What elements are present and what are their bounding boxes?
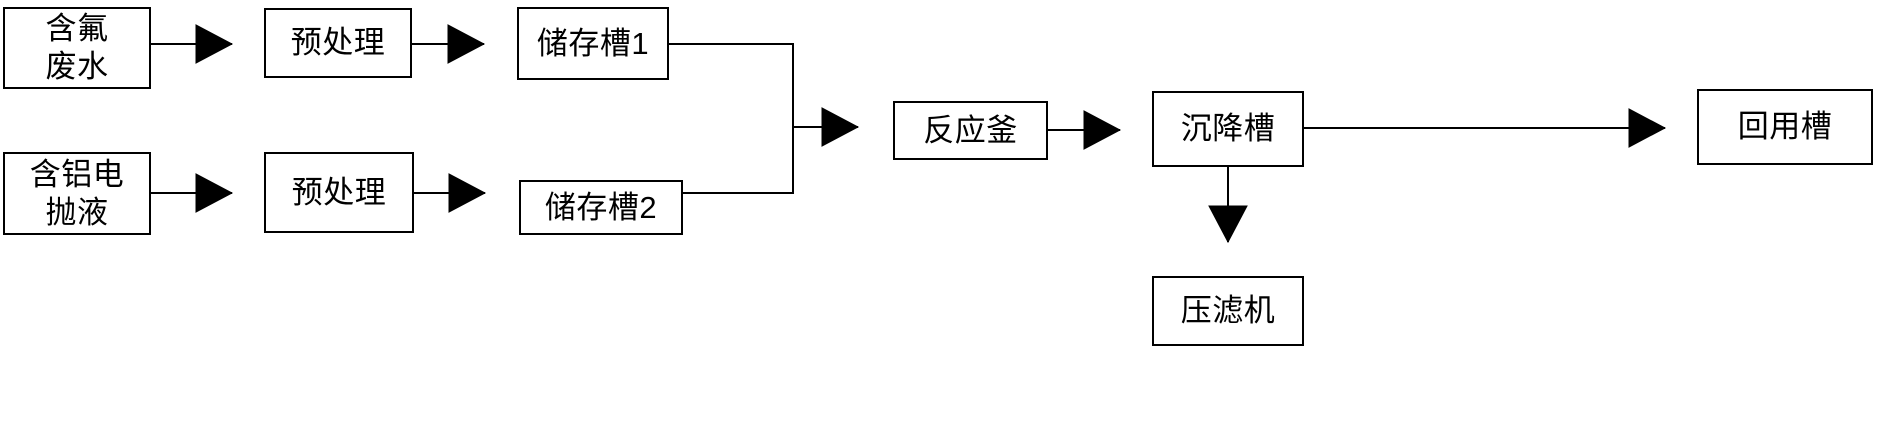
node-label: 含氟 废水 — [45, 11, 109, 84]
node-storage-tank-1[interactable]: 储存槽1 — [517, 7, 669, 80]
edge-storage-tank-2-to-merge-junction — [683, 127, 794, 194]
node-label: 储存槽1 — [536, 25, 650, 61]
node-pretreatment-1[interactable]: 预处理 — [264, 8, 412, 78]
node-label: 压滤机 — [1180, 293, 1276, 329]
node-reactor[interactable]: 反应釜 — [893, 101, 1048, 160]
node-label: 沉降槽 — [1180, 111, 1276, 147]
node-label: 反应釜 — [923, 112, 1018, 148]
node-settling-tank[interactable]: 沉降槽 — [1152, 91, 1304, 167]
node-label: 含铝电 抛液 — [29, 156, 125, 230]
node-feed-fluoride-wastewater[interactable]: 含氟 废水 — [3, 7, 151, 89]
node-label: 储存槽2 — [544, 189, 658, 225]
node-feed-aluminium-polishing-liquid[interactable]: 含铝电 抛液 — [3, 152, 151, 235]
arrowhead-icon — [1083, 110, 1122, 150]
node-reuse-tank[interactable]: 回用槽 — [1697, 89, 1873, 165]
arrowhead-icon — [195, 24, 234, 64]
node-storage-tank-2[interactable]: 储存槽2 — [519, 180, 683, 235]
arrowhead-icon — [1628, 108, 1667, 148]
node-pretreatment-2[interactable]: 预处理 — [264, 152, 414, 233]
arrowhead-icon — [448, 173, 487, 213]
node-label: 预处理 — [290, 25, 386, 61]
node-filter-press[interactable]: 压滤机 — [1152, 276, 1304, 346]
arrowhead-icon — [1208, 205, 1248, 244]
arrowhead-icon — [447, 24, 486, 64]
arrowhead-icon — [195, 173, 234, 213]
arrowhead-icon — [821, 107, 860, 147]
edge-storage-tank-1-to-merge-junction — [669, 43, 794, 127]
node-label: 回用槽 — [1737, 109, 1833, 145]
node-label: 预处理 — [291, 174, 387, 210]
